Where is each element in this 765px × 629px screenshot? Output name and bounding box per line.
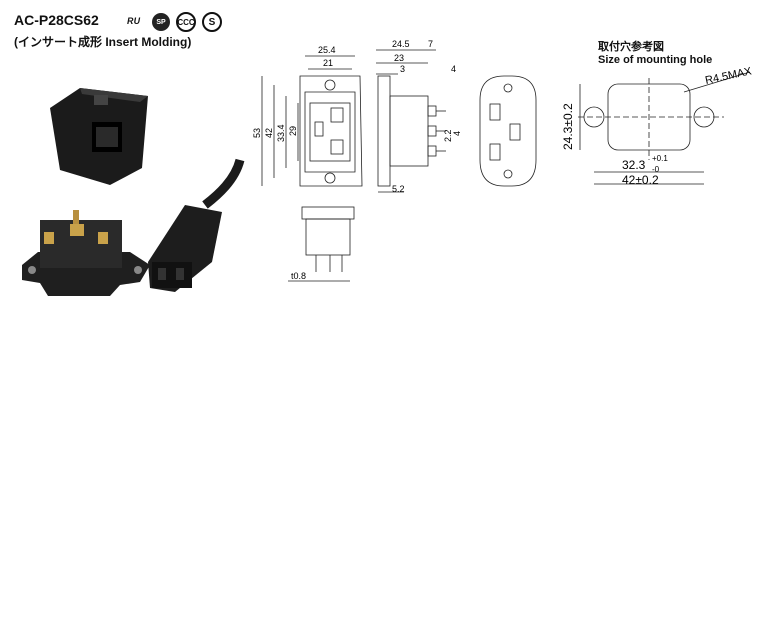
s-mark-icon: S [202, 12, 222, 32]
mounting-hole-radius: R4.5MAX [704, 65, 753, 87]
mounting-hole-tol-lower: -0 [652, 165, 660, 174]
dim-side-7: 7 [428, 39, 433, 49]
product-photo-cable [148, 158, 245, 292]
dim-front-33-4: 33.4 [276, 124, 286, 142]
mounting-hole-height: 24.3±0.2 [561, 103, 575, 150]
dim-front-29: 29 [288, 126, 298, 136]
dim-bottom-t0-8: t0.8 [291, 271, 306, 281]
dim-front-53: 53 [252, 128, 262, 138]
product-subtitle: (インサート成形 Insert Molding) [14, 35, 192, 49]
mounting-hole-drawing [578, 71, 751, 185]
dim-front-25-4: 25.4 [318, 45, 336, 55]
dim-side-4-top: 4 [451, 64, 456, 74]
back-outline-view [479, 75, 537, 187]
ul-recognized-icon: ᴿᵁ [126, 14, 140, 30]
mounting-hole-title: 取付穴参考図 [598, 41, 664, 53]
dim-side-23: 23 [394, 53, 404, 63]
bottom-view-drawing [288, 206, 355, 282]
mounting-hole-subtitle: Size of mounting hole [598, 54, 713, 66]
mounting-hole-tol-upper: +0.1 [652, 154, 668, 163]
dim-side-5-2: 5.2 [392, 184, 405, 194]
certification-marks: ᴿᵁ SP CCC S [120, 12, 222, 32]
dim-front-42: 42 [264, 128, 274, 138]
product-model: AC-P28CS62 [14, 12, 99, 28]
dim-side-3: 3 [400, 64, 405, 74]
mounting-hole-inner-width: 32.3 [622, 158, 646, 172]
ccc-icon: CCC [176, 12, 196, 32]
product-photo-inlet [50, 88, 148, 185]
side-view-drawing [376, 49, 446, 193]
mounting-hole-outer-width: 42±0.2 [622, 173, 659, 187]
csa-icon: SP [152, 13, 170, 31]
dim-side-2-2: 2.2 [443, 129, 453, 142]
dim-front-21: 21 [323, 58, 333, 68]
dim-side-4-pin: 4 [452, 131, 462, 136]
dim-side-24-5: 24.5 [392, 39, 410, 49]
product-photo-terminals [22, 210, 150, 296]
front-view-drawing [261, 55, 363, 187]
